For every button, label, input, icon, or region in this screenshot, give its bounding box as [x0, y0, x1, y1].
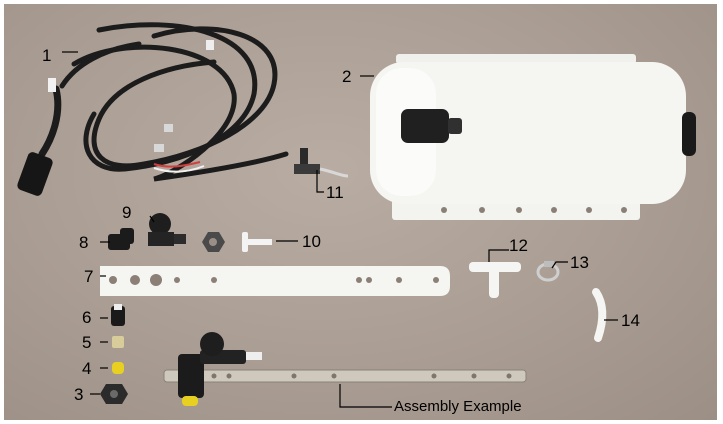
hex-nut-hole [209, 238, 217, 246]
callout-10: 10 [302, 232, 321, 251]
cable-label-band [48, 78, 56, 92]
callout-1: 1 [42, 46, 52, 65]
wire-terminal [154, 144, 164, 152]
cable-harness [38, 22, 289, 182]
hose-clamp [536, 261, 560, 282]
callout-2: 2 [342, 67, 352, 86]
wire-terminal [164, 124, 173, 132]
wire-red [153, 161, 201, 168]
mounting-bracket [100, 266, 450, 296]
check-valve [148, 213, 186, 246]
callout-12: 12 [509, 236, 528, 255]
callout-9: 9 [122, 203, 132, 222]
nozzle-cap-hole [110, 390, 118, 398]
tee-fitting [469, 262, 521, 298]
plastic-screw [242, 232, 272, 252]
callout-8: 8 [79, 233, 89, 252]
hose-tube [592, 288, 607, 342]
callout-13: 13 [570, 253, 589, 272]
wire-white [153, 165, 205, 173]
callout-3: 3 [74, 385, 84, 404]
cable-tie [206, 40, 214, 50]
callout-7: 7 [84, 267, 94, 286]
assembly-example-caption: Assembly Example [394, 398, 522, 415]
nozzle-tip [112, 362, 124, 374]
nozzle-body [111, 304, 125, 326]
parts-photo: 1 2 11 9 8 10 7 12 13 14 6 5 4 3 Assembl… [4, 4, 717, 420]
callout-14: 14 [621, 311, 640, 330]
parts-illustration [17, 22, 696, 408]
leader-lines [62, 51, 618, 408]
callout-11: 11 [326, 183, 344, 202]
callout-4: 4 [82, 359, 92, 378]
callout-5: 5 [82, 333, 92, 352]
cable-connector [17, 152, 53, 196]
reservoir-tank [370, 54, 696, 220]
callout-6: 6 [82, 308, 92, 327]
switch-part [294, 148, 349, 178]
assembly-example [163, 332, 527, 406]
strainer-screen [112, 336, 124, 348]
elbow-fitting [108, 228, 134, 250]
